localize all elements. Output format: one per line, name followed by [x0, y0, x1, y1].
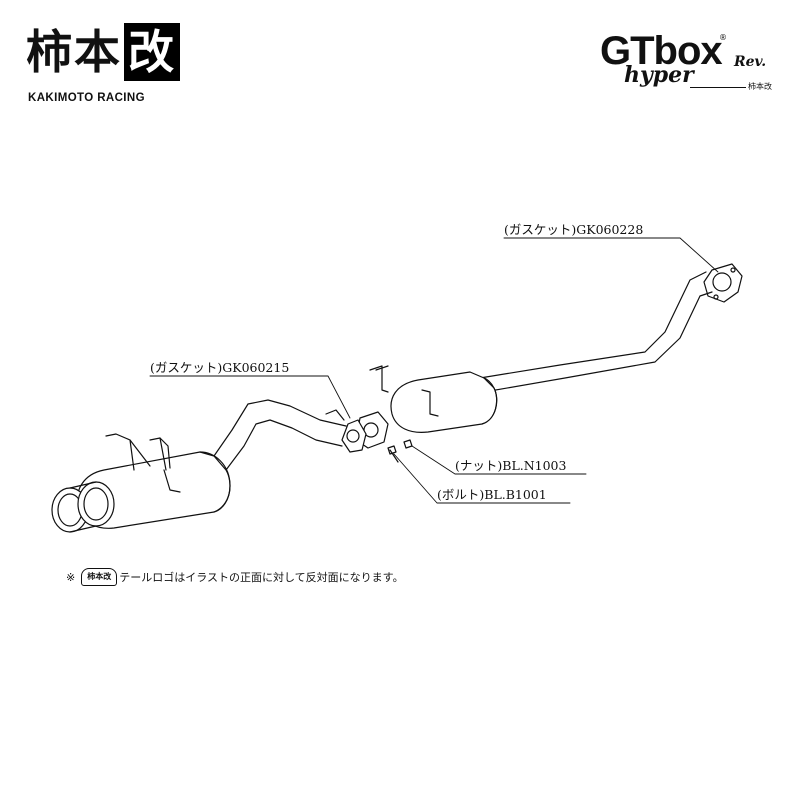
callout-gasket-mid: (ガスケット)GK060215	[150, 360, 290, 375]
footnote-mark: ※	[66, 570, 76, 584]
product-logo-rule	[690, 87, 746, 88]
mid-pipe	[213, 399, 347, 471]
bolt-nut	[387, 439, 413, 463]
product-logo-rev: Rev.	[734, 54, 767, 70]
brand-kanji-box: 改	[124, 23, 180, 81]
brand-name: KAKIMOTO RACING	[28, 92, 145, 104]
callout-bolt: (ボルト)BL.B1001	[437, 487, 547, 502]
tail-tips	[51, 481, 115, 533]
footnote: ※ 柿本改 テールロゴはイラストの正面に対して反対面になります。	[66, 568, 404, 586]
footnote-text: テールロゴはイラストの正面に対して反対面になります。	[119, 571, 404, 584]
front-muffler	[390, 371, 498, 433]
product-logo-main: GTbox	[600, 29, 723, 73]
product-logo: GTbox ® hyper Rev. 柿本改	[600, 26, 780, 106]
rear-muffler-hanger	[105, 433, 181, 493]
front-muffler-hanger	[369, 365, 439, 417]
brand-kanji-main: 柿本	[26, 25, 122, 79]
leader-lines	[149, 237, 719, 504]
product-logo-sub: hyper	[624, 62, 694, 88]
brand-kanji: 柿本改	[26, 22, 180, 82]
front-pipe	[479, 271, 713, 393]
mid-flange	[341, 411, 389, 453]
callout-gasket-front: (ガスケット)GK060228	[504, 222, 644, 237]
tail-logo-badge: 柿本改	[81, 568, 118, 586]
callout-nut: (ナット)BL.N1003	[455, 458, 567, 473]
product-logo-registered: ®	[719, 33, 727, 42]
product-logo-small: 柿本改	[748, 82, 772, 91]
front-flange	[703, 263, 743, 303]
mid-pipe-hanger	[325, 409, 345, 421]
